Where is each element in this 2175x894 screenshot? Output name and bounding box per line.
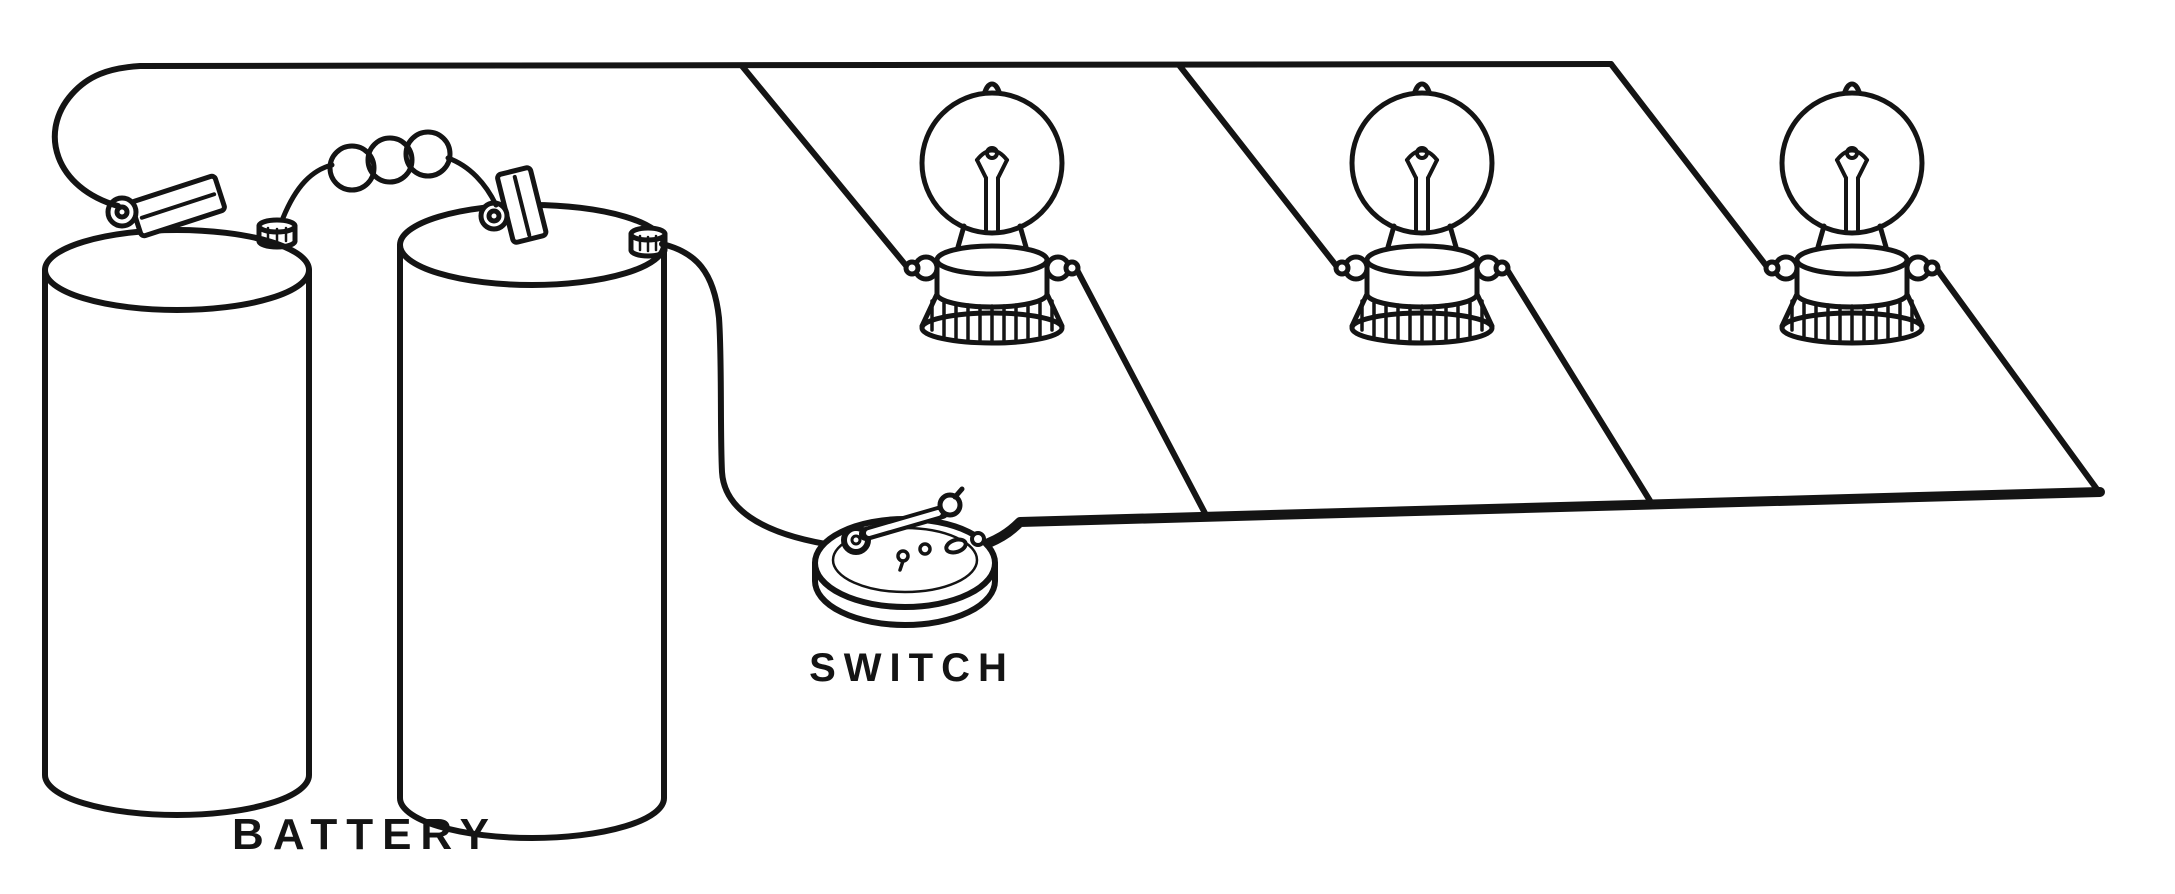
battery-to-switch-wire <box>659 241 841 549</box>
lamp3-top-drop-wire <box>1608 61 1771 271</box>
switch-contact-screw <box>970 531 986 547</box>
lamp-1 <box>906 84 1078 343</box>
battery-clip-left <box>129 173 227 239</box>
switch-base <box>812 516 998 610</box>
switch-handle-neck <box>952 486 965 500</box>
battery-cell-left <box>42 227 312 818</box>
lamp3-return-wire <box>1933 265 2102 495</box>
top-bus-wire <box>51 61 1614 209</box>
knife-switch <box>812 486 998 628</box>
coil-wire <box>280 129 499 221</box>
battery-label: BATTERY <box>232 810 498 859</box>
switch-contact-clip <box>944 537 968 555</box>
lamp-2 <box>1336 84 1508 343</box>
battery-center-post-right <box>628 225 668 259</box>
lamp-3 <box>1766 84 1938 343</box>
lamp2-return-wire <box>1503 265 1655 507</box>
lamp1-return-wire <box>1073 265 1210 520</box>
switch-label: SWITCH <box>809 646 1015 690</box>
battery-center-post-left <box>256 217 298 250</box>
lamp1-top-drop-wire <box>739 63 911 271</box>
switch-base-screw-2 <box>918 542 932 556</box>
switch-handle-knob <box>937 492 963 518</box>
battery-cell-right <box>397 202 667 841</box>
battery-group <box>42 202 667 841</box>
switch-base-rim <box>812 560 998 628</box>
bottom-bus-wire <box>967 487 2105 554</box>
battery-terminals <box>105 165 668 259</box>
lamp2-top-drop-wire <box>1176 62 1341 271</box>
battery-binding-post-right-clip <box>478 200 510 232</box>
